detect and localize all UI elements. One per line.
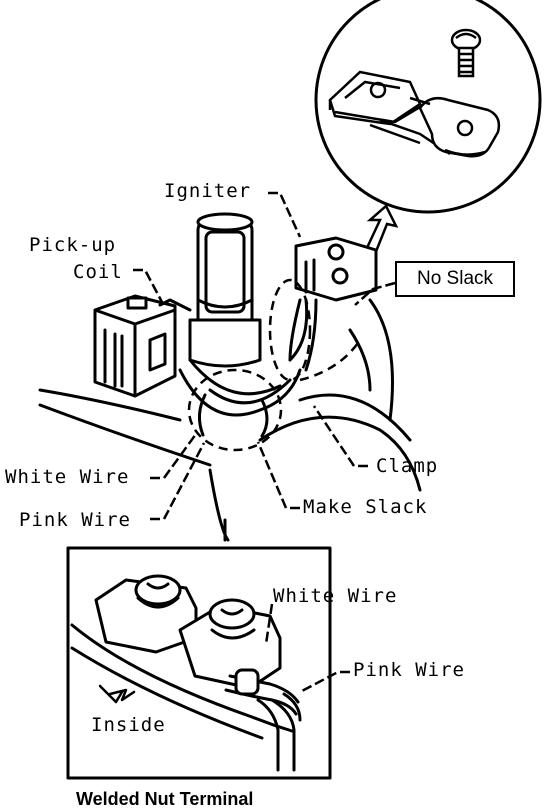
- inside-label: Inside: [91, 714, 166, 736]
- magnified-detail-circle: [314, 0, 542, 214]
- slack-dashed-outlines: [187, 278, 362, 452]
- main-assembly-drawing: [38, 212, 422, 542]
- igniter-label: Igniter: [164, 180, 252, 202]
- inset-detail-box: [66, 546, 332, 780]
- no-slack-label: No Slack: [395, 261, 515, 297]
- make-slack-label: Make Slack: [303, 496, 428, 518]
- pickup-coil-label-line1: Pick-up: [29, 234, 117, 256]
- figure-caption: Welded Nut Terminal: [76, 789, 254, 809]
- pink-wire-label: Pink Wire: [19, 509, 131, 531]
- white-wire-label: White Wire: [5, 466, 130, 488]
- inset-white-wire-label: White Wire: [273, 585, 398, 607]
- leader-lines: [133, 191, 396, 521]
- pickup-coil-label-line2: Coil: [73, 261, 123, 283]
- clamp-label: Clamp: [376, 455, 439, 477]
- inset-pink-wire-label: Pink Wire: [353, 659, 465, 681]
- inset-leader-lines: [264, 603, 350, 694]
